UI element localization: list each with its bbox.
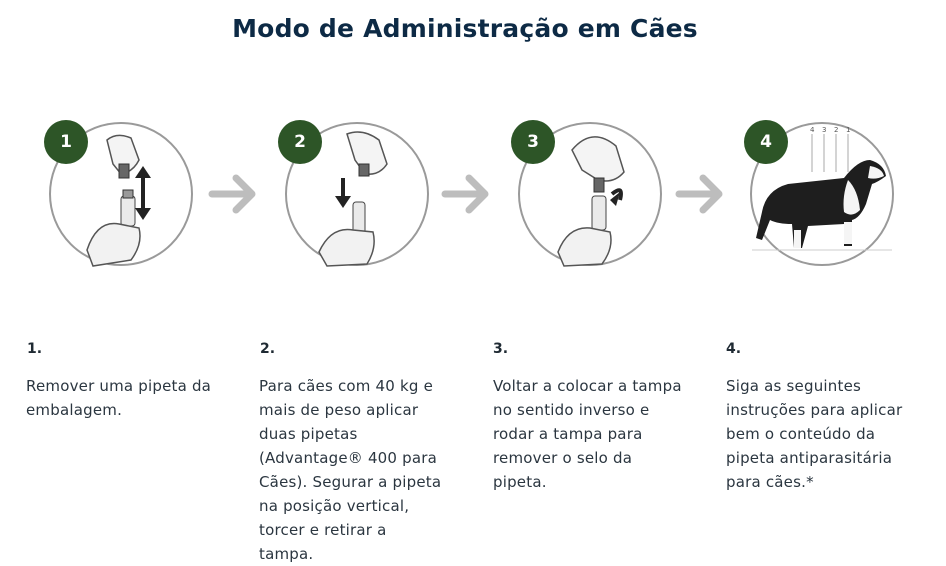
page-title: Modo de Administração em Cães: [232, 14, 698, 43]
remove-pipette-illustration: [47, 120, 195, 268]
svg-text:3: 3: [822, 126, 826, 134]
step-1-text: Remover uma pipeta da embalagem.: [26, 377, 212, 419]
step-3-text: Voltar a colocar a tampa no sentido inve…: [493, 377, 682, 491]
svg-text:2: 2: [834, 126, 838, 134]
reverse-cap-illustration: [516, 120, 664, 268]
chevron-right-icon: [675, 172, 727, 216]
step-2-number: 2.: [260, 341, 276, 357]
step-4-text: Siga as seguintes instruções para aplica…: [726, 377, 903, 491]
step-2-text: Para cães com 40 kg e mais de peso aplic…: [259, 377, 442, 563]
chevron-right-icon: [208, 172, 260, 216]
step-1-number: 1.: [27, 341, 43, 357]
svg-text:1: 1: [846, 126, 850, 134]
twist-cap-illustration: [283, 120, 431, 268]
step-4-number: 4.: [726, 341, 742, 357]
step-3-number: 3.: [493, 341, 509, 357]
svg-text:4: 4: [810, 126, 815, 134]
step-2-badge: 2: [278, 120, 322, 164]
dog-illustration: 4 3 2 1: [748, 120, 896, 268]
chevron-right-icon: [441, 172, 493, 216]
step-3-badge: 3: [511, 120, 555, 164]
step-1-badge: 1: [44, 120, 88, 164]
step-4-badge: 4: [744, 120, 788, 164]
